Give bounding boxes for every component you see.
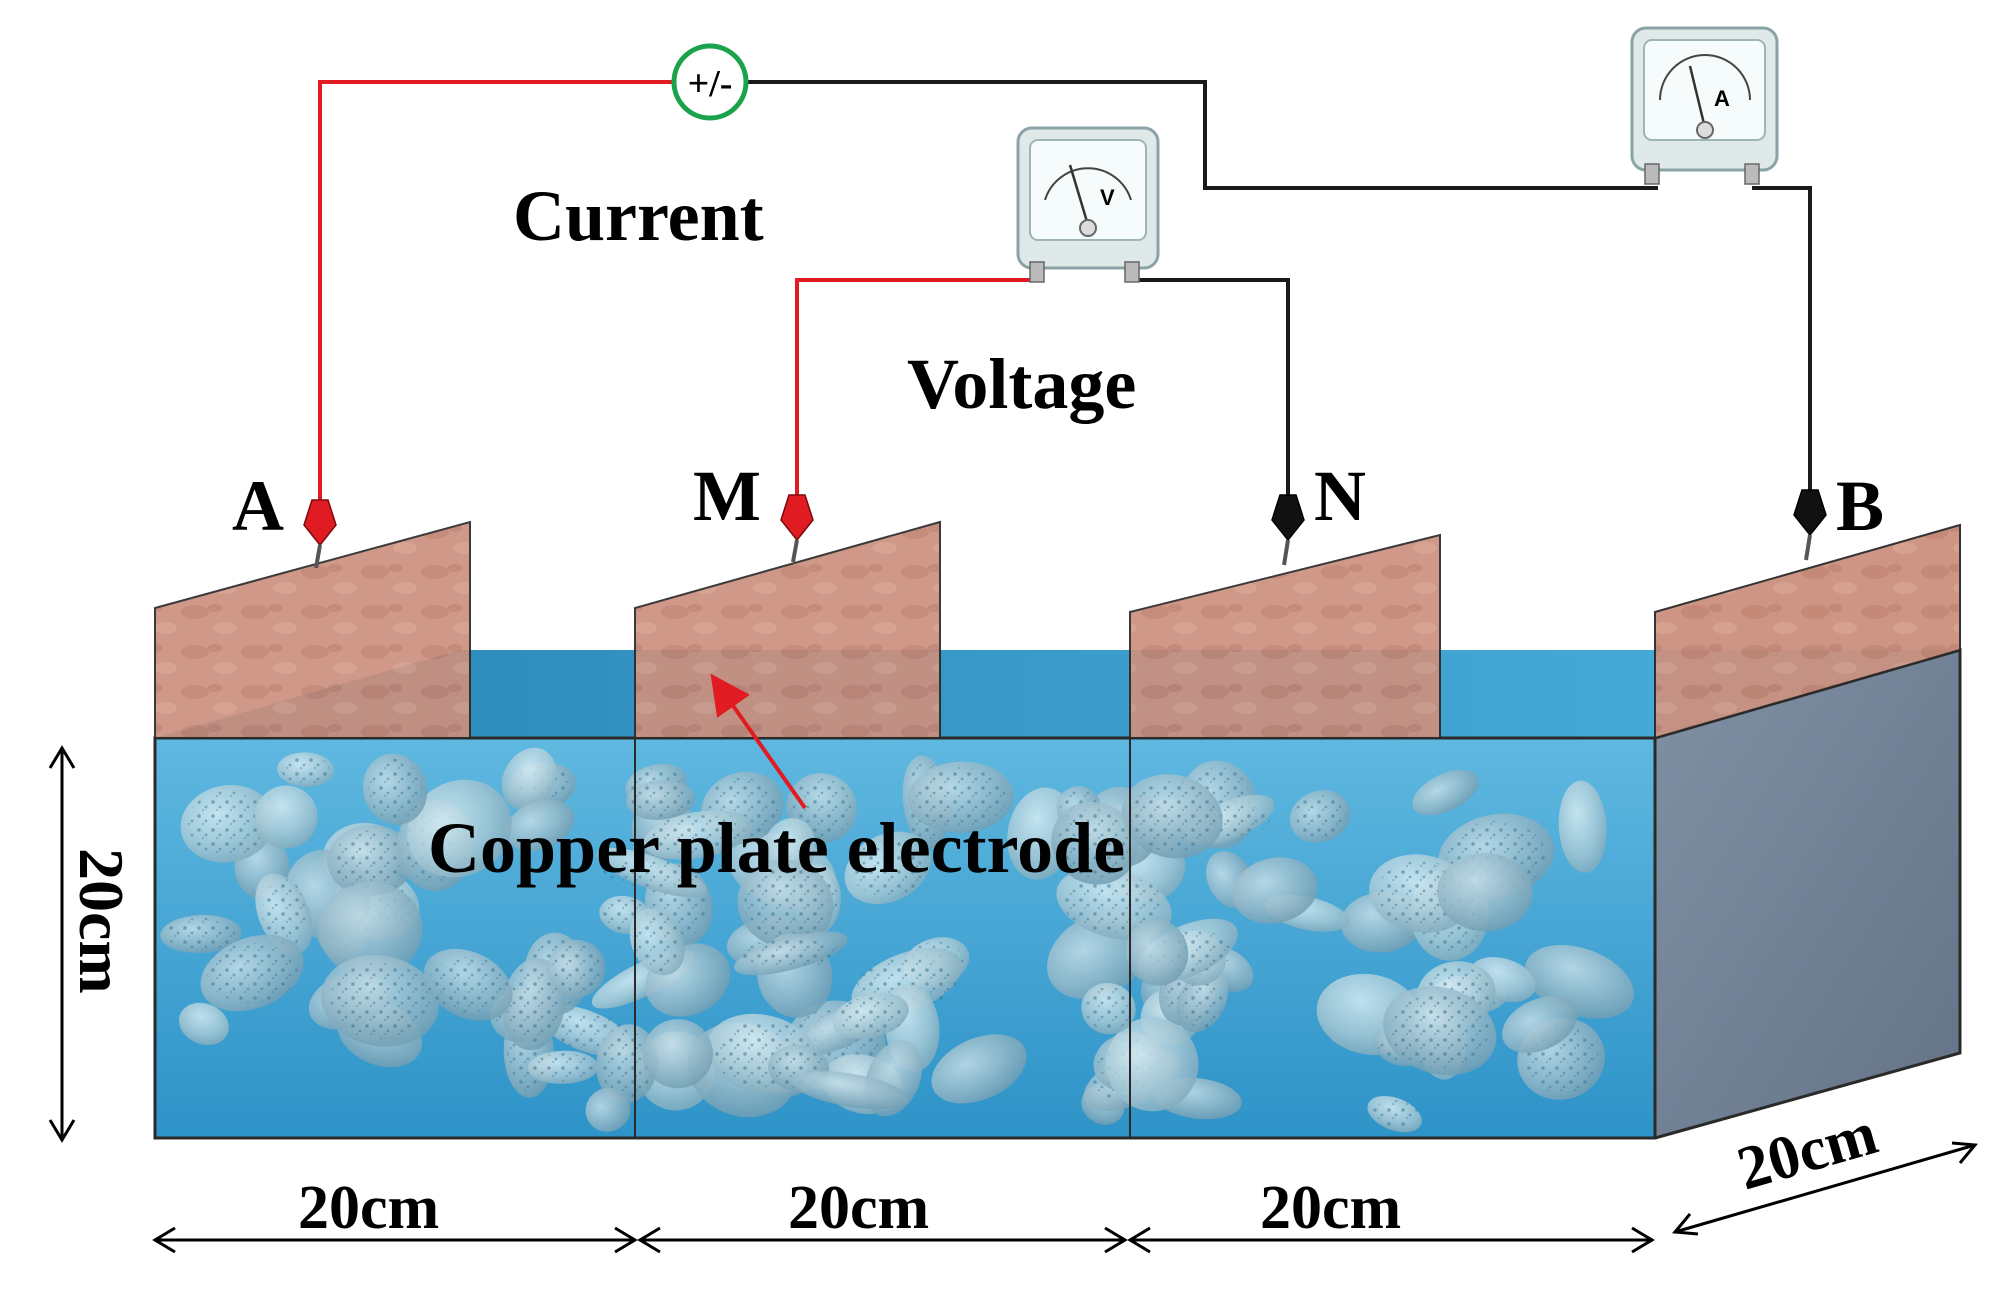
voltmeter-needle [1068,164,1090,226]
segment-1-label: 20cm [298,1174,439,1242]
copper-plates [154,520,1961,740]
pebble [931,1034,1027,1104]
voltmeter-symbol: V [1100,185,1115,210]
pebble-speckle [533,1053,593,1082]
pebble-speckle [166,917,236,951]
pebble-speckle [368,758,423,820]
pebble-speckle [552,944,602,993]
pebble-speckle [206,943,298,1003]
dimension-lines [48,745,1978,1254]
pebble-speckle [635,912,680,972]
wire-ammeter-to-b [1752,186,1812,500]
electrode-n-label: N [1314,456,1366,536]
pebble-speckle [281,755,330,785]
pebble-speckle [600,1030,654,1098]
copper-plate-n [1129,533,1441,739]
height-label: 20cm [66,848,137,994]
pebble-speckle [329,962,431,1040]
pebble-speckle [741,939,841,968]
wires [318,80,1812,510]
power-source-ring [671,43,749,121]
current-label: Current [513,176,764,256]
copper-plate-a [154,520,471,739]
clip-n [1271,494,1305,566]
copper-plate-arrow [710,673,807,810]
depth-dimension-line [1674,1143,1976,1234]
pebble-speckle [602,859,702,887]
clips [303,489,1827,569]
pebble-speckle [1182,971,1222,1030]
pebble [1558,780,1607,873]
electrode-m-label: M [693,456,761,536]
pebble-speckle [187,791,268,857]
pebble-speckle [744,866,827,941]
pebble-speckle [428,957,508,1013]
pebble-speckle [651,815,746,855]
pebble [407,779,512,878]
wire-voltmeter-to-n [1132,278,1290,505]
segment-2-label: 20cm [788,1174,929,1242]
electrode-b-label: B [1836,466,1884,546]
pebble-speckle [1370,1100,1419,1128]
voltmeter: V [1016,126,1160,283]
pebble-speckle [1294,794,1347,839]
pebble-speckle [791,778,852,838]
pebble-speckle [837,997,904,1035]
pebble-speckle [1085,986,1132,1031]
pebble-speckle [1128,781,1216,852]
pebble [178,1002,229,1046]
wire-source-to-a [318,80,675,510]
pebble [1437,853,1533,932]
ammeter-symbol: A [1714,86,1730,111]
ammeter-needle [1688,65,1707,129]
electrode-a-label: A [232,466,284,546]
pebbles [160,747,1635,1133]
pebble [1502,996,1578,1053]
depth-label: 20cm [1730,1099,1884,1203]
pebble-speckle [262,878,306,951]
pebble-speckle [1063,875,1165,933]
pebble [318,881,423,978]
tank-side-face [1655,650,1960,1138]
clip-b [1793,489,1827,561]
pebble-speckle [849,839,927,897]
pebble-speckle [631,783,691,817]
pebble [1125,919,1189,986]
pebble [254,785,318,849]
pebble [585,1087,631,1132]
clip-a [303,499,337,569]
copper-plate-label: Copper plate electrode [428,808,1125,888]
ammeter: A [1630,26,1779,185]
pebble-speckle [1390,993,1489,1068]
pebble [1412,769,1479,816]
copper-plate-b [1654,523,1961,740]
pebble-speckle [915,767,1006,828]
tank [153,648,1962,1140]
pebble-speckle [333,830,408,891]
power-source-label: +/- [688,63,733,105]
power-source: +/- [671,43,749,121]
tank-top-surface [155,650,1960,738]
pebble [505,799,575,852]
pebble [1232,857,1318,924]
pebble-speckle [1057,808,1132,878]
wire-voltmeter-to-m [795,278,1035,505]
segment-3-label: 20cm [1260,1174,1401,1242]
pebble-speckle [507,964,561,1044]
pebble [791,1071,909,1110]
clip-m [780,494,814,563]
pebble [642,1019,713,1089]
copper-plate-m [634,520,941,739]
pebble [501,747,557,810]
voltage-label: Voltage [907,344,1136,424]
